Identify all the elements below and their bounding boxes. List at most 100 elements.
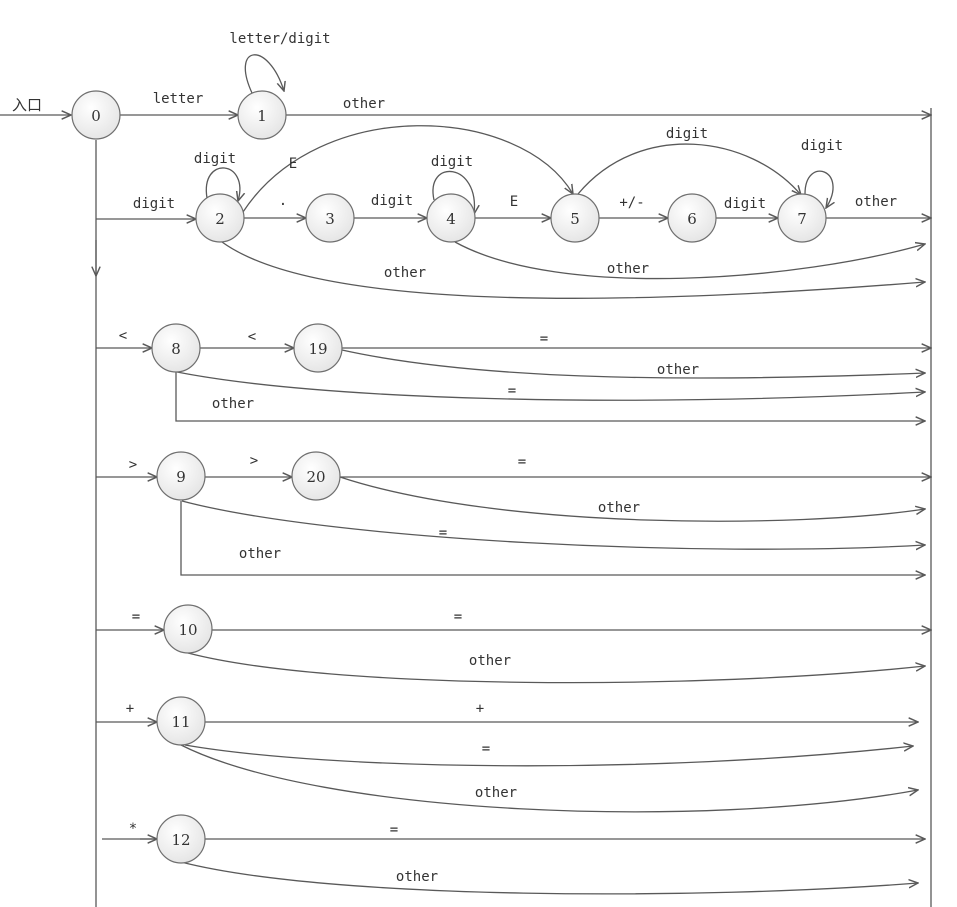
state-circle-7 bbox=[777, 193, 827, 243]
edge-label-2-exit: other bbox=[384, 265, 426, 281]
edge-label-0-12: * bbox=[129, 821, 137, 837]
state-19: 19 bbox=[293, 323, 343, 373]
edge-8-exit-eq bbox=[176, 371, 925, 401]
state-6: 6 bbox=[667, 193, 717, 243]
edge-label-10-exit-other: other bbox=[469, 653, 511, 669]
edge-11-exit-eq bbox=[184, 745, 913, 767]
edge-label-3-4: digit bbox=[371, 193, 413, 209]
edge-label-0-9: > bbox=[129, 457, 137, 473]
edge-label-11-exit-other: other bbox=[475, 785, 517, 801]
edge-label-4-5: E bbox=[510, 194, 518, 210]
state-2: 2 bbox=[195, 193, 245, 243]
edge-10-exit-other bbox=[187, 652, 925, 684]
state-circle-9 bbox=[156, 451, 206, 501]
state-circle-6 bbox=[667, 193, 717, 243]
edge-label-1-1: letter/digit bbox=[229, 31, 330, 47]
state-label-12: 12 bbox=[171, 831, 190, 849]
edge-label-5-6: +/- bbox=[619, 195, 644, 211]
edge-label-9-exit-other: other bbox=[239, 546, 281, 562]
edge-12-exit-other bbox=[180, 861, 918, 895]
state-label-5: 5 bbox=[570, 210, 580, 228]
state-circle-3 bbox=[305, 193, 355, 243]
state-circle-4 bbox=[426, 193, 476, 243]
state-circle-1 bbox=[237, 90, 287, 140]
edge-label-7-exit: other bbox=[855, 194, 897, 210]
state-label-6: 6 bbox=[687, 210, 697, 228]
edge-label-2-5: E bbox=[289, 156, 297, 172]
state-5: 5 bbox=[550, 193, 600, 243]
state-label-11: 11 bbox=[171, 713, 190, 731]
edge-2-exit bbox=[221, 241, 925, 300]
transition-labels: letterletter/digitotherdigitdigit.Edigit… bbox=[119, 31, 897, 885]
state-circle-8 bbox=[151, 323, 201, 373]
state-label-19: 19 bbox=[308, 340, 327, 358]
state-circle-5 bbox=[550, 193, 600, 243]
edge-label-0-1: letter bbox=[153, 91, 204, 107]
state-label-3: 3 bbox=[325, 210, 335, 228]
edge-label-11-exit-eq: = bbox=[482, 741, 490, 757]
edge-2-2 bbox=[205, 167, 240, 201]
edge-label-2-2: digit bbox=[194, 151, 236, 167]
edge-label-9-20: > bbox=[250, 453, 258, 469]
state-label-7: 7 bbox=[797, 210, 807, 228]
edge-label-10-exit-eq: = bbox=[454, 609, 462, 625]
state-11: 11 bbox=[156, 696, 206, 746]
edge-label-0-10: = bbox=[132, 609, 140, 625]
edge-label-0-2: digit bbox=[133, 196, 175, 212]
state-4: 4 bbox=[426, 193, 476, 243]
edge-label-20-exit-eq: = bbox=[518, 454, 526, 470]
state-0: 0 bbox=[71, 90, 121, 140]
edge-7-7 bbox=[804, 170, 833, 208]
state-label-0: 0 bbox=[91, 107, 101, 125]
edge-label-19-exit-eq: = bbox=[540, 331, 548, 347]
edge-19-exit-other bbox=[341, 349, 925, 379]
edge-label-12-exit-eq: = bbox=[390, 822, 398, 838]
edge-5-7 bbox=[577, 143, 801, 195]
edge-label-8-19: < bbox=[248, 329, 256, 345]
state-label-9: 9 bbox=[176, 468, 186, 486]
state-circle-2 bbox=[195, 193, 245, 243]
state-circle-10 bbox=[163, 604, 213, 654]
edge-label-20-exit-other: other bbox=[598, 500, 640, 516]
edge-label-0-11: + bbox=[126, 701, 134, 717]
structure bbox=[0, 108, 932, 907]
edge-label-19-exit-other: other bbox=[657, 362, 699, 378]
edge-label-7-7: digit bbox=[801, 138, 843, 154]
edge-label-0-8: < bbox=[119, 328, 127, 344]
edge-9-exit-eq bbox=[181, 500, 925, 549]
edge-4-exit bbox=[454, 241, 925, 280]
edge-label-8-exit-other: other bbox=[212, 396, 254, 412]
state-label-8: 8 bbox=[171, 340, 181, 358]
state-label-4: 4 bbox=[446, 210, 456, 228]
edge-2-5 bbox=[242, 125, 573, 213]
state-label-20: 20 bbox=[306, 468, 325, 486]
edge-11-exit-other bbox=[180, 744, 918, 813]
entry-label: 入口 bbox=[12, 96, 42, 114]
edge-label-1-exit: other bbox=[343, 96, 385, 112]
edge-1-1 bbox=[244, 54, 284, 94]
edge-label-8-exit-eq: = bbox=[508, 383, 516, 399]
state-8: 8 bbox=[151, 323, 201, 373]
edge-9-exit-other bbox=[180, 501, 925, 575]
edge-4-4 bbox=[432, 170, 474, 214]
state-9: 9 bbox=[156, 451, 206, 501]
edge-label-4-4: digit bbox=[431, 154, 473, 170]
edge-label-6-7: digit bbox=[724, 196, 766, 212]
edge-8-exit-other bbox=[175, 372, 925, 421]
state-3: 3 bbox=[305, 193, 355, 243]
edge-label-9-exit-eq: = bbox=[439, 525, 447, 541]
state-circle-20 bbox=[291, 451, 341, 501]
transition-edges bbox=[96, 54, 931, 895]
state-circle-0 bbox=[71, 90, 121, 140]
edge-label-11-exit-plus: + bbox=[476, 701, 484, 717]
state-circle-11 bbox=[156, 696, 206, 746]
state-12: 12 bbox=[156, 814, 206, 864]
state-label-10: 10 bbox=[178, 621, 197, 639]
state-label-1: 1 bbox=[257, 107, 267, 125]
edge-label-12-exit-other: other bbox=[396, 869, 438, 885]
edge-label-5-7: digit bbox=[666, 126, 708, 142]
edge-label-4-exit: other bbox=[607, 261, 649, 277]
state-7: 7 bbox=[777, 193, 827, 243]
state-circle-19 bbox=[293, 323, 343, 373]
